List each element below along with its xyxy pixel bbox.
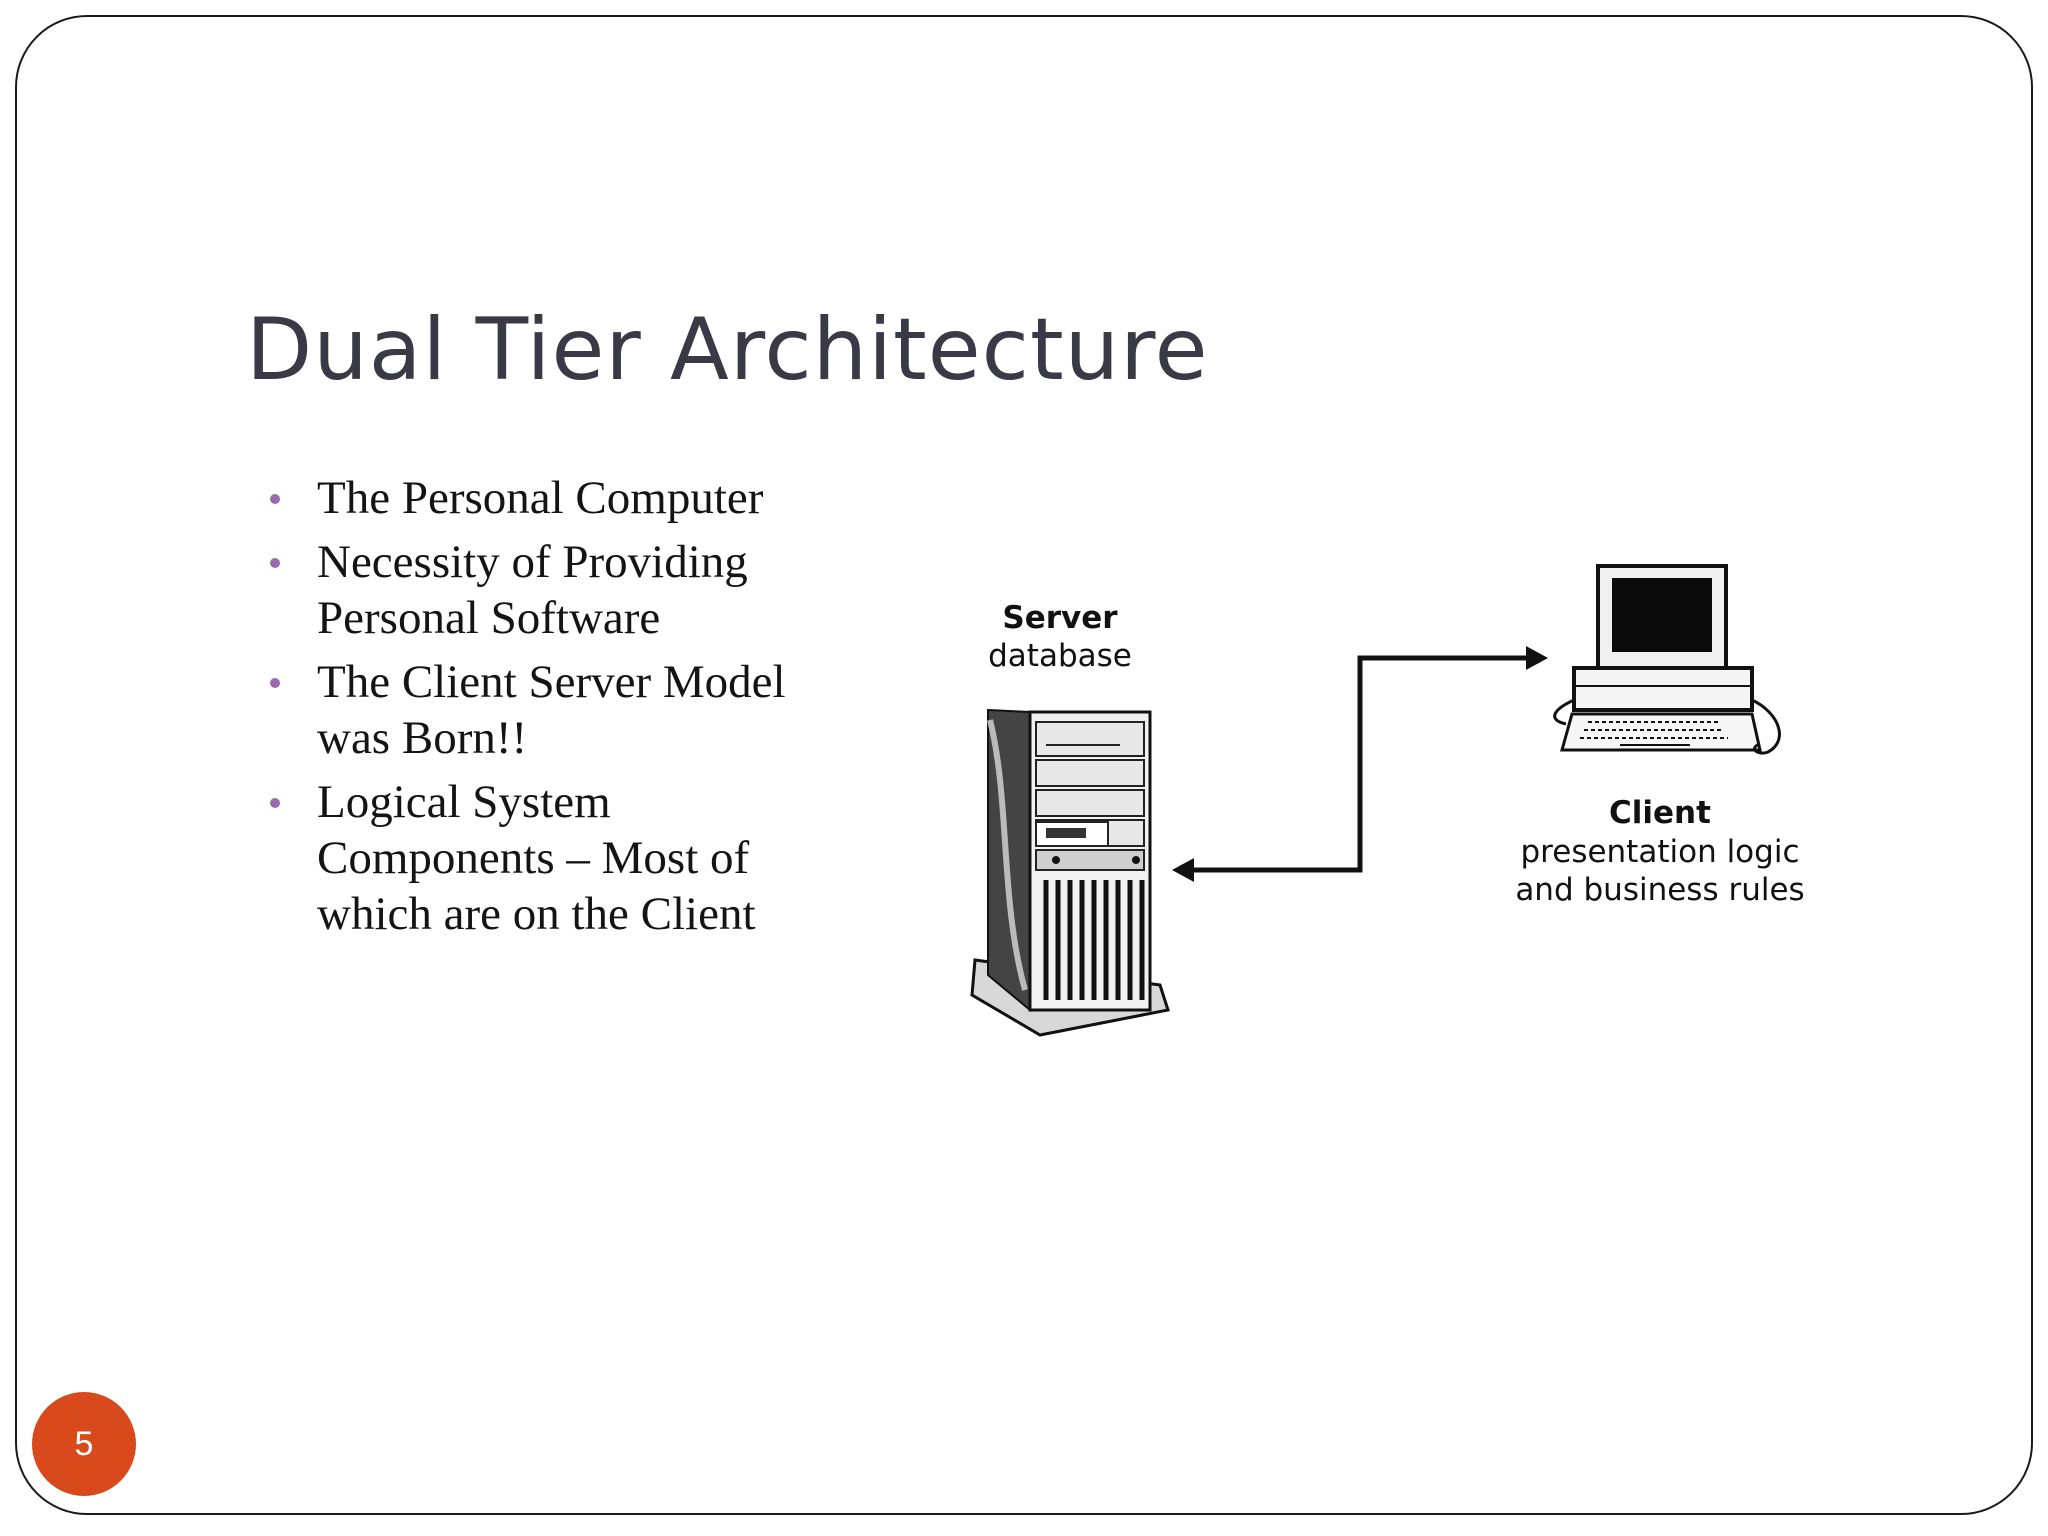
arrow-head-server-icon: [1172, 858, 1194, 882]
bullet-line: Logical System: [317, 776, 611, 828]
bullet-line: Personal Software: [317, 592, 661, 644]
bullet-item: The Client Server Model was Born!!: [260, 654, 920, 766]
bullet-item: The Personal Computer: [260, 470, 920, 526]
bullet-dot-icon: [270, 678, 280, 688]
server-label: Server: [1002, 600, 1118, 636]
bullet-dot-icon: [270, 494, 280, 504]
bullet-line: The Personal Computer: [317, 472, 764, 524]
bullet-item: Necessity of Providing Personal Software: [260, 534, 920, 646]
bullet-dot-icon: [270, 798, 280, 808]
arrow-head-client-icon: [1526, 646, 1548, 670]
bullet-line: The Client Server Model: [317, 656, 786, 708]
connection-arrow: [1180, 655, 1530, 873]
client-sublabel: presentation logic: [1520, 834, 1800, 870]
bullet-line: Necessity of Providing: [317, 536, 748, 588]
slide-number-badge: 5: [32, 1392, 136, 1496]
client-label: Client: [1609, 795, 1711, 831]
client-sublabel: and business rules: [1515, 872, 1805, 908]
bullet-line: Components – Most of: [317, 832, 750, 884]
bullet-list: The Personal Computer Necessity of Provi…: [260, 470, 920, 950]
server-sublabel: database: [988, 638, 1132, 674]
bullet-item: Logical System Components – Most of whic…: [260, 774, 920, 942]
bullet-dot-icon: [270, 558, 280, 568]
bullet-line: which are on the Client: [317, 888, 756, 940]
desktop-computer-icon: [1553, 564, 1781, 755]
server-tower-icon: [970, 708, 1170, 1037]
slide-title: Dual Tier Architecture: [246, 300, 1209, 400]
bullet-line: was Born!!: [317, 712, 528, 764]
